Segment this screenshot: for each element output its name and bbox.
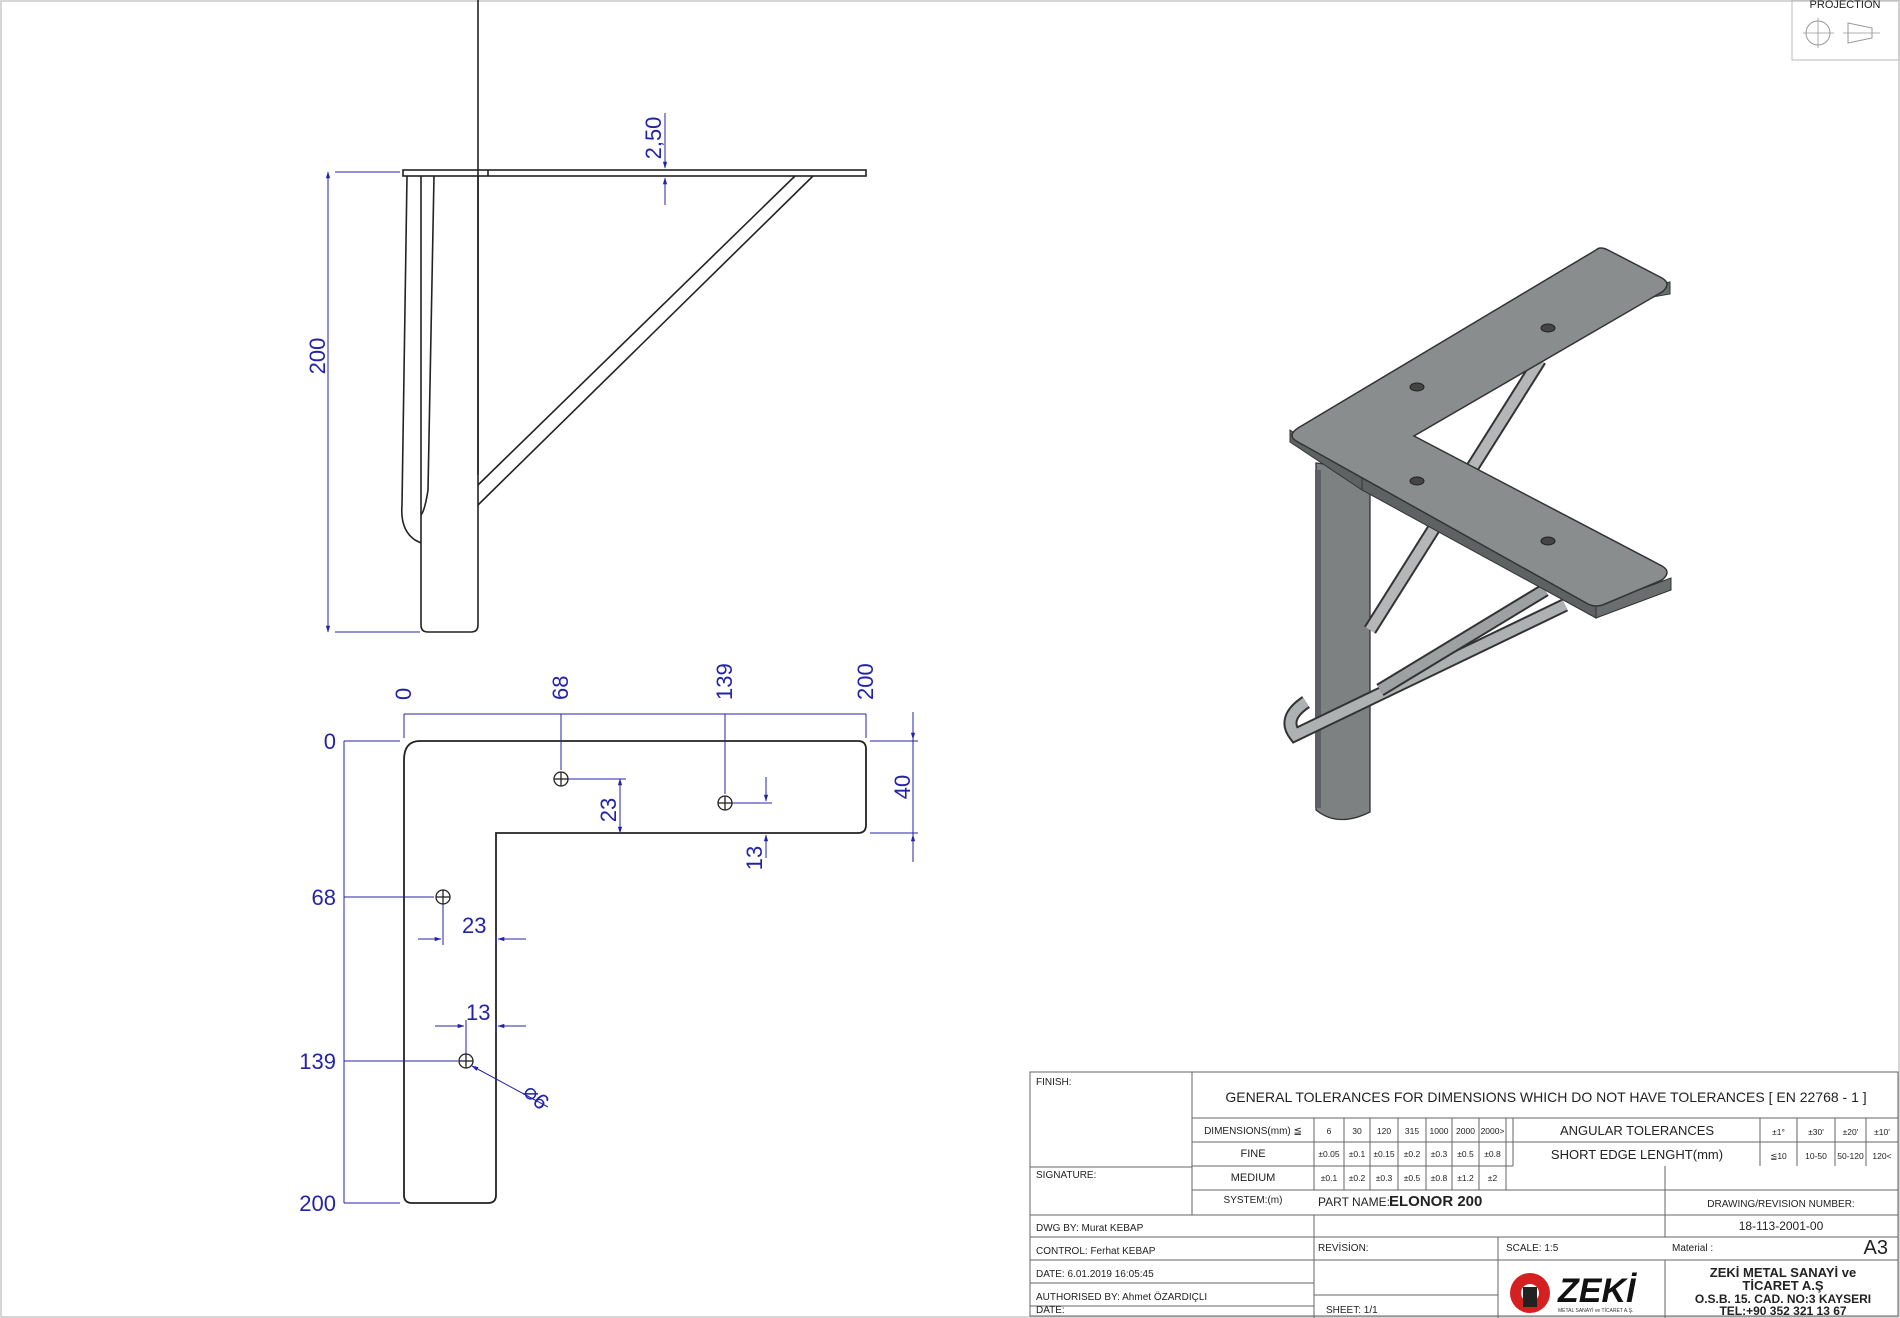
short-edge-value: 120< (1872, 1151, 1891, 1161)
dimension-column: 1000 (1430, 1126, 1449, 1136)
date-label: DATE: (1036, 1305, 1065, 1316)
drawing-number-label: DRAWING/REVISION NUMBER: (1707, 1199, 1854, 1210)
side-view-leg (420, 176, 479, 633)
dim-13-vertical-label: 13 (742, 846, 767, 870)
fine-tolerance-value: ±0.3 (1431, 1149, 1448, 1159)
part-name: ELONOR 200 (1389, 1193, 1482, 1210)
y-tick-68: 68 (312, 885, 336, 910)
scale: SCALE: 1:5 (1506, 1243, 1559, 1254)
fine-tolerance-value: ±0.8 (1484, 1149, 1501, 1159)
dimension-column: 30 (1352, 1126, 1362, 1136)
medium-tolerance-value: ±2 (1488, 1173, 1498, 1183)
dwg-by: DWG BY: Murat KEBAP (1036, 1223, 1144, 1234)
title-block-text: FINISH: SIGNATURE: GENERAL TOLERANCES FO… (1036, 1077, 1892, 1318)
top-view (403, 740, 867, 1204)
revision-label: REVİSİON: (1318, 1241, 1369, 1254)
top-view-dimension-labels: 0 68 139 200 0 68 139 200 40 23 13 23 13… (299, 663, 915, 1216)
top-view-outline (403, 740, 867, 1204)
medium-label: MEDIUM (1231, 1172, 1276, 1184)
control: CONTROL: Ferhat KEBAP (1036, 1246, 1156, 1257)
dimension-column: 2000> (1481, 1126, 1505, 1136)
side-view-dimensions (325, 113, 668, 633)
fine-tolerance-value: ±0.2 (1404, 1149, 1421, 1159)
angular-tolerance-value: ±1° (1772, 1127, 1785, 1137)
company-line-2: TİCARET A.Ş (1742, 1278, 1823, 1293)
fine-tolerance-value: ±0.5 (1457, 1149, 1474, 1159)
company-line-4: TEL:+90 352 321 13 67 (1719, 1304, 1846, 1318)
short-edge-label: SHORT EDGE LENGHT(mm) (1551, 1147, 1723, 1162)
medium-tolerance-value: ±0.8 (1431, 1173, 1448, 1183)
projection-label: PROJECTION (1810, 0, 1881, 11)
company-logo: ZEKİ METAL SANAYİ ve TİCARET A.Ş. (1510, 1272, 1637, 1314)
drawing-number: 18-113-2001-00 (1739, 1219, 1824, 1233)
angular-tolerance-value: ±20' (1843, 1127, 1859, 1137)
authorised-by: AUTHORISED BY: Ahmet ÖZARDIÇLI (1036, 1291, 1207, 1303)
material-label: Material : (1672, 1243, 1713, 1254)
fine-label: FINE (1240, 1148, 1265, 1160)
general-tolerances-title: GENERAL TOLERANCES FOR DIMENSIONS WHICH … (1225, 1089, 1866, 1105)
projection-symbol: PROJECTION (1791, 0, 1900, 61)
angular-tolerance-value: ±10' (1874, 1127, 1890, 1137)
dim-thickness-label: 2,50 (641, 117, 666, 160)
dimension-column: 2000 (1456, 1126, 1475, 1136)
isometric-plate (1291, 247, 1668, 607)
system-label: SYSTEM:(m) (1224, 1195, 1283, 1206)
side-view-plate (402, 169, 867, 177)
signature-label: SIGNATURE: (1036, 1170, 1096, 1181)
sheet: SHEET: 1/1 (1326, 1305, 1378, 1316)
dim-23-vertical-label: 23 (596, 798, 621, 822)
short-edge-value: 50-120 (1837, 1151, 1864, 1161)
medium-tolerance-value: ±0.5 (1404, 1173, 1421, 1183)
y-tick-200: 200 (299, 1191, 336, 1216)
y-tick-139: 139 (299, 1049, 336, 1074)
dim-height-label: 200 (305, 338, 330, 375)
x-tick-200: 200 (853, 663, 878, 700)
side-view (400, 0, 867, 633)
hole-diameter-label: ⌀6 (518, 1079, 554, 1115)
medium-tolerance-value: ±0.2 (1349, 1173, 1366, 1183)
short-edge-value: 10-50 (1805, 1151, 1827, 1161)
angular-tolerances-label: ANGULAR TOLERANCES (1560, 1123, 1714, 1138)
company-line-3: O.S.B. 15. CAD. NO:3 KAYSERI (1695, 1292, 1871, 1306)
short-edge-value: ≦10 (1770, 1151, 1787, 1161)
company-line-1: ZEKİ METAL SANAYİ ve (1710, 1265, 1856, 1280)
fine-tolerance-value: ±0.1 (1349, 1149, 1366, 1159)
medium-tolerance-value: ±0.3 (1376, 1173, 1393, 1183)
logo-subtext: METAL SANAYİ ve TİCARET A.Ş. (1558, 1307, 1633, 1314)
dim-width-label: 40 (890, 775, 915, 799)
isometric-view (1283, 247, 1672, 821)
fine-tolerance-value: ±0.15 (1373, 1149, 1394, 1159)
paper-size: A3 (1864, 1237, 1888, 1259)
dim-13-horizontal-label: 13 (466, 1000, 490, 1025)
dimensions-label: DIMENSIONS(mm) ≦ (1204, 1126, 1302, 1137)
y-tick-0: 0 (324, 729, 336, 754)
part-name-label: PART NAME: (1318, 1195, 1390, 1209)
medium-tolerance-value: ±0.1 (1321, 1173, 1338, 1183)
dimension-column: 120 (1377, 1126, 1391, 1136)
dim-23-horizontal-label: 23 (462, 913, 486, 938)
title-block (1029, 1071, 1899, 1318)
finish-label: FINISH: (1036, 1077, 1072, 1088)
angular-tolerance-value: ±30' (1808, 1127, 1824, 1137)
x-tick-0: 0 (391, 688, 416, 700)
logo-text: ZEKİ (1557, 1272, 1637, 1310)
side-view-brace (477, 175, 796, 486)
medium-tolerance-value: ±1.2 (1457, 1173, 1474, 1183)
x-tick-68: 68 (548, 676, 573, 700)
fine-tolerance-value: ±0.05 (1318, 1149, 1339, 1159)
top-view-dimensions (343, 712, 918, 1204)
x-tick-139: 139 (712, 663, 737, 700)
date-created: DATE: 6.01.2019 16:05:45 (1036, 1269, 1154, 1280)
dimension-column: 6 (1327, 1126, 1332, 1136)
dimension-column: 315 (1405, 1126, 1419, 1136)
